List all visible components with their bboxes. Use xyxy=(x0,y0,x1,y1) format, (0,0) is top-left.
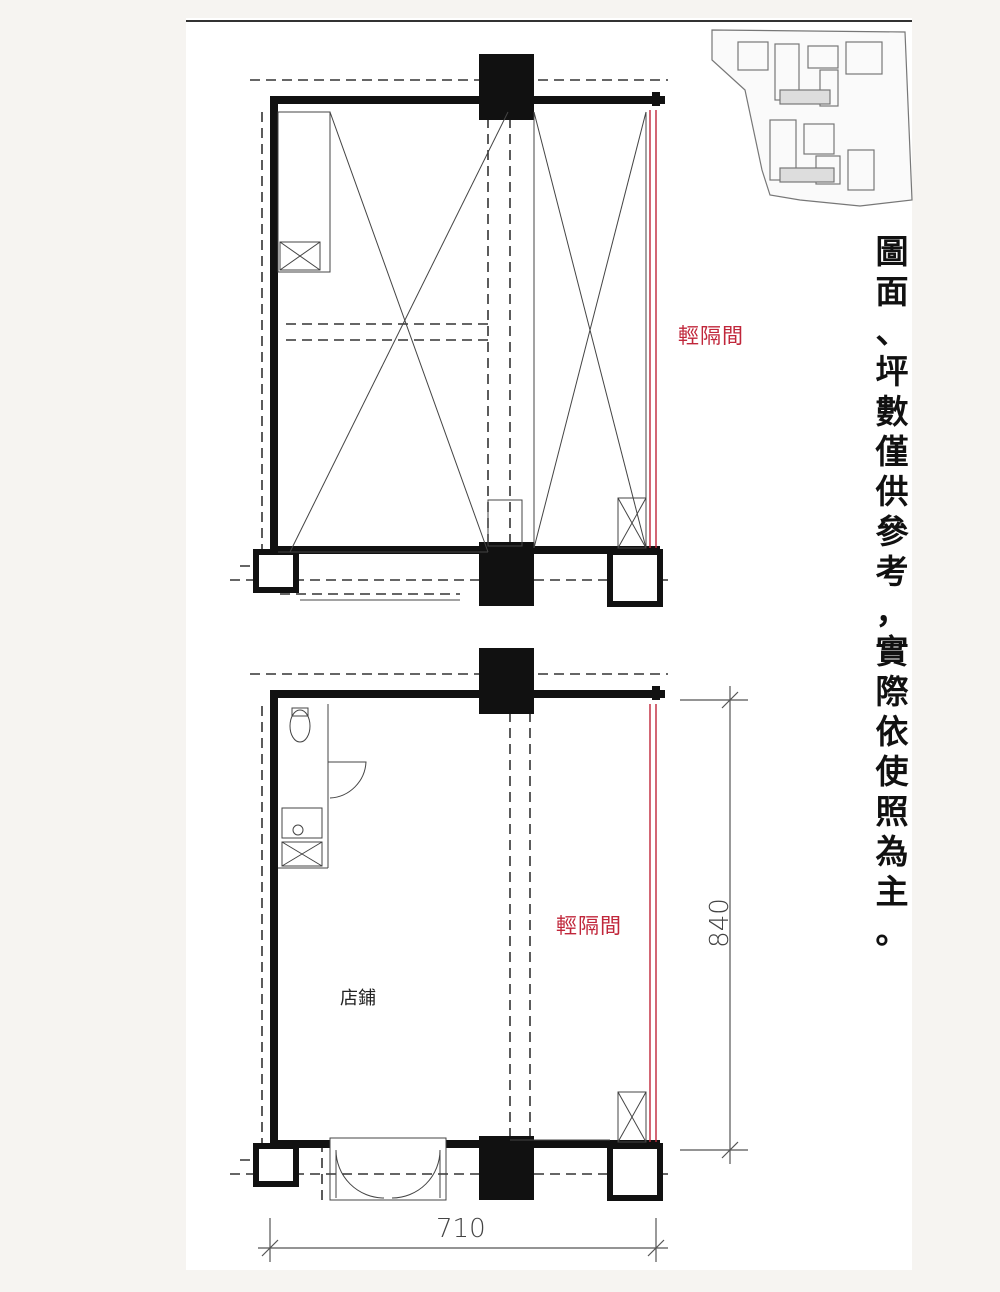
disclaimer-char: 考 xyxy=(875,552,909,591)
disclaimer-vertical-text: 圖 面 、 坪 數 僅 供 參 考 ， 實 際 依 使 照 為 主 。 xyxy=(866,232,918,952)
disclaimer-char: 使 xyxy=(875,752,909,791)
dimension-height: 840 xyxy=(705,898,735,948)
disclaimer-char: 依 xyxy=(875,712,909,751)
disclaimer-char: 。 xyxy=(875,912,909,951)
disclaimer-char: 為 xyxy=(875,832,909,871)
upper-partition-label: 輕隔間 xyxy=(678,324,744,348)
top-divider xyxy=(186,20,912,22)
disclaimer-char: 參 xyxy=(875,512,909,551)
upper-floor-plan xyxy=(230,54,668,607)
dimension-width: 710 xyxy=(436,1214,486,1244)
disclaimer-char: ， xyxy=(875,592,909,631)
lower-floor-plan xyxy=(230,648,748,1262)
disclaimer-char: 供 xyxy=(875,472,909,511)
disclaimer-char: 面 xyxy=(875,272,909,311)
disclaimer-char: 主 xyxy=(875,872,909,911)
disclaimer-char: 照 xyxy=(875,792,909,831)
disclaimer-char: 僅 xyxy=(875,432,909,471)
disclaimer-char: 坪 xyxy=(875,352,909,391)
disclaimer-char: 實 xyxy=(875,632,909,671)
disclaimer-char: 際 xyxy=(875,672,909,711)
lower-partition-label: 輕隔間 xyxy=(556,914,622,938)
disclaimer-char: 、 xyxy=(875,312,909,351)
site-key-map xyxy=(711,29,913,207)
drawing-sheet xyxy=(186,18,912,1270)
disclaimer-char: 圖 xyxy=(875,232,909,271)
disclaimer-char: 數 xyxy=(875,392,909,431)
room-label-shop: 店鋪 xyxy=(340,988,376,1009)
